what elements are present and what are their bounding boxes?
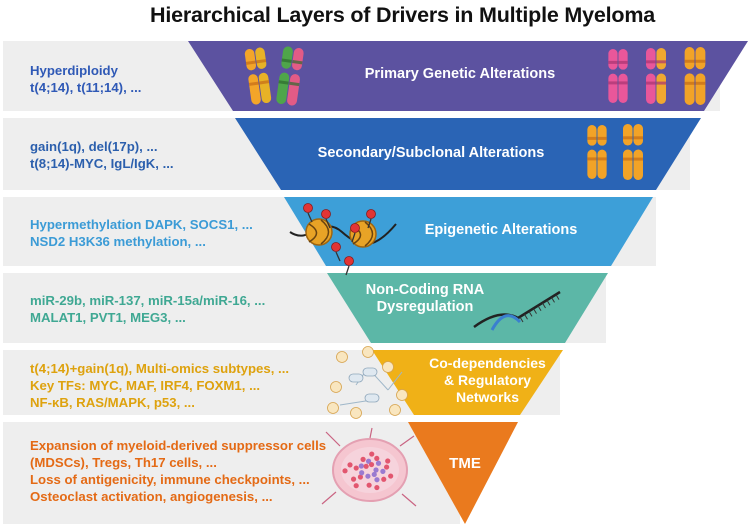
layer-title: TME — [425, 455, 505, 472]
chromosome-icon — [587, 125, 607, 179]
detail-line: t(4;14)+gain(1q), Multi-omics subtypes, … — [30, 361, 290, 376]
layer-5 — [3, 350, 563, 415]
layer-details: Expansion of myeloid-derived suppressor … — [30, 437, 326, 505]
detail-line: (MDSCs), Tregs, Th17 cells, ... — [30, 455, 217, 470]
detail-line: Key TFs: MYC, MAF, IRF4, FOXM1, ... — [30, 378, 261, 393]
layer-title: Primary Genetic Alterations — [330, 66, 590, 83]
layer-title: Epigenetic Alterations — [406, 222, 596, 239]
nucleosome-icon — [289, 203, 397, 276]
layer-band — [372, 350, 563, 415]
detail-line: t(4;14), t(11;14), ... — [30, 80, 142, 95]
detail-line: NF-κB, RAS/MAPK, p53, ... — [30, 395, 195, 410]
detail-line: Loss of antigenicity, immune checkpoints… — [30, 472, 310, 487]
layer-title-line: Primary Genetic Alterations — [364, 66, 556, 82]
layer-title-line: & Regulatory — [443, 372, 532, 388]
chromosomes-icon — [244, 46, 706, 106]
layer-details: Hyperdiploidy t(4;14), t(11;14), ... — [30, 62, 141, 96]
layer-title-line: Epigenetic Alterations — [424, 222, 578, 238]
layer-4 — [3, 273, 608, 343]
layer-details: Hypermethylation DAPK, SOCS1, ... NSD2 H3… — [30, 216, 253, 250]
layer-title-line: Secondary/Subclonal Alterations — [317, 145, 545, 161]
layer-1 — [3, 41, 748, 111]
chromosome-icon — [276, 46, 304, 106]
detail-line: miR-29b, miR-137, miR-15a/miR-16, ... — [30, 293, 266, 308]
layer-title-line: Dysregulation — [376, 299, 474, 315]
chromosome-icon — [646, 48, 666, 104]
detail-line: Osteoclast activation, angiogenesis, ... — [30, 489, 273, 504]
detail-line: Expansion of myeloid-derived suppressor … — [30, 438, 327, 453]
layer-title-line: Networks — [455, 389, 520, 405]
detail-line: Hyperdiploidy — [30, 63, 118, 78]
detail-line: MALAT1, PVT1, MEG3, ... — [30, 310, 186, 325]
layer-2 — [3, 118, 701, 190]
layer-details: gain(1q), del(17p), ... t(8;14)-MYC, IgL/… — [30, 138, 174, 172]
layer-title: Secondary/Subclonal Alterations — [296, 145, 566, 162]
layer-band — [188, 41, 748, 111]
bone-marrow-icon — [321, 427, 417, 507]
layer-details: miR-29b, miR-137, miR-15a/miR-16, ... MAL… — [30, 292, 265, 326]
detail-line: gain(1q), del(17p), ... — [30, 139, 158, 154]
layer-band — [327, 273, 608, 343]
layer-title-line: Co-dependencies — [429, 355, 546, 371]
chromosome-icon — [608, 49, 628, 103]
layer-band — [408, 422, 518, 524]
detail-line: Hypermethylation DAPK, SOCS1, ... — [30, 217, 253, 232]
layer-band — [235, 118, 701, 190]
chromosome-icon — [684, 47, 706, 105]
layer-title-line: Non-Coding RNA — [365, 282, 485, 298]
detail-line: t(8;14)-MYC, IgL/IgK, ... — [30, 156, 174, 171]
layer-title-line: TME — [449, 455, 481, 472]
layer-band — [284, 197, 653, 266]
chromosomes-icon — [587, 124, 643, 180]
detail-line: NSD2 H3K36 methylation, ... — [30, 234, 206, 249]
chromosome-icon — [244, 47, 272, 105]
page-title: Hierarchical Layers of Drivers in Multip… — [150, 3, 655, 27]
network-icon — [327, 346, 408, 419]
rna-strand-icon — [473, 290, 561, 331]
layer-details: t(4;14)+gain(1q), Multi-omics subtypes, … — [30, 360, 289, 411]
chromosome-icon — [623, 124, 643, 180]
